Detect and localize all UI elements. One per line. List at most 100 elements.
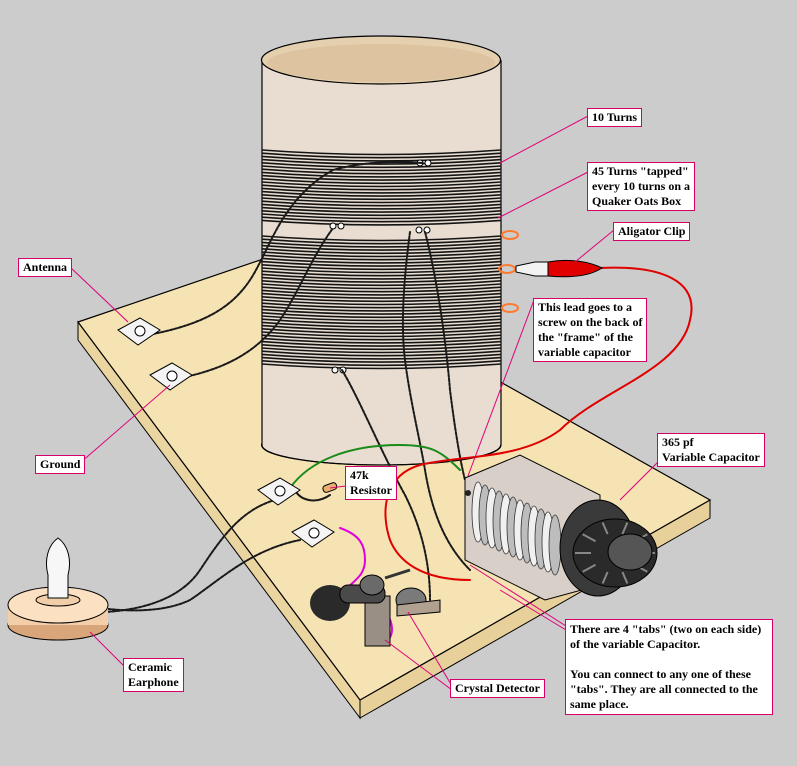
- alligator-clip: [515, 259, 603, 278]
- coil-turn: [261, 194, 502, 201]
- knob-rib: [582, 563, 597, 573]
- coil-turn: [261, 276, 502, 283]
- knob-rib: [621, 571, 629, 584]
- coil-turn: [261, 344, 502, 351]
- ceramic-earphone: [7, 537, 109, 641]
- label-tabs-note-line-1: There are 4 "tabs" (two on each side): [570, 622, 762, 636]
- label-capacitor: 365 pf Variable Capacitor: [657, 433, 765, 467]
- label-aligator-clip: Aligator Clip: [613, 222, 691, 241]
- coil-turn: [261, 238, 502, 245]
- coil-turn: [261, 210, 502, 217]
- label-45-turns: 45 Turns "tapped" every 10 turns on a Qu…: [587, 162, 695, 211]
- earphone-clip-b: [291, 519, 335, 548]
- coil-windings: [261, 149, 502, 370]
- coil-turn: [261, 178, 502, 185]
- coil-turn: [261, 350, 502, 357]
- label-frame-lead: This lead goes to a screw on the back of…: [533, 298, 648, 362]
- coil-turn: [261, 321, 502, 328]
- coil-turn: [261, 235, 502, 242]
- label-45-turns-line-2: every 10 turns on a: [592, 179, 690, 193]
- knob-rib: [582, 533, 597, 543]
- label-resistor: 47k Resistor: [345, 466, 397, 500]
- label-frame-lead-line-2: screw on the back of: [538, 315, 643, 329]
- coil-turn: [261, 305, 502, 312]
- label-tabs-note-line-3: [570, 652, 768, 667]
- coil-turn: [261, 213, 502, 220]
- earphone-clip-a: [257, 477, 301, 506]
- label-capacitor-line-2: Variable Capacitor: [662, 450, 760, 464]
- label-earphone-line-1: Ceramic: [128, 660, 172, 674]
- coil-turn: [261, 251, 502, 258]
- coil-turn: [261, 248, 502, 255]
- coil-turn: [261, 257, 502, 264]
- label-tabs-note-line-2: of the variable Capacitor.: [570, 637, 701, 651]
- coil-turn: [261, 174, 502, 181]
- variable-capacitor: [464, 454, 658, 601]
- coil-turn: [261, 244, 502, 251]
- coil-turn: [261, 190, 502, 197]
- label-tabs-note: There are 4 "tabs" (two on each side) of…: [565, 619, 773, 715]
- label-earphone: Ceramic Earphone: [123, 658, 184, 692]
- coil-turn: [261, 315, 502, 322]
- label-10-turns: 10 Turns: [587, 108, 643, 127]
- coil-turn: [261, 289, 502, 296]
- oats-box-coil: [260, 35, 502, 466]
- coil-turn: [261, 216, 502, 223]
- knob-rib: [601, 571, 609, 584]
- coil-turn: [261, 353, 502, 360]
- coil-turn: [261, 171, 502, 178]
- coil-turn: [261, 318, 502, 325]
- coil-turn: [261, 340, 502, 347]
- knob-rib: [601, 522, 609, 535]
- coil-turn: [261, 328, 502, 335]
- coil-turn: [261, 168, 502, 175]
- coil-turn: [261, 270, 502, 277]
- coil-turn: [261, 260, 502, 267]
- label-frame-lead-line-4: variable capacitor: [538, 345, 631, 359]
- coil-turn: [261, 155, 502, 162]
- coil-turn: [261, 273, 502, 280]
- coil-turn: [261, 312, 502, 319]
- coil-turn: [261, 264, 502, 271]
- coil-turn: [261, 254, 502, 261]
- label-tabs-note-line-6: same place.: [570, 697, 629, 711]
- coil-turn: [261, 165, 502, 172]
- label-capacitor-line-1: 365 pf: [662, 435, 694, 449]
- coil-turn: [261, 267, 502, 274]
- coil-turn: [261, 158, 502, 165]
- coil-turn: [261, 360, 502, 367]
- label-tabs-note-line-4: You can connect to any one of these: [570, 667, 751, 681]
- coil-turn: [261, 347, 502, 354]
- label-antenna: Antenna: [18, 258, 73, 277]
- antenna-clip: [117, 317, 161, 346]
- coil-turn: [261, 324, 502, 331]
- resistor: [322, 482, 338, 493]
- coil-turn: [261, 286, 502, 293]
- label-frame-lead-line-1: This lead goes to a: [538, 300, 633, 314]
- coil-turn: [261, 308, 502, 315]
- coil-turn: [261, 363, 502, 370]
- label-45-turns-line-3: Quaker Oats Box: [592, 194, 682, 208]
- coil-turn: [261, 187, 502, 194]
- label-tabs-note-line-5: "tabs". They are all connected to the: [570, 682, 758, 696]
- label-45-turns-line-1: 45 Turns "tapped": [592, 164, 689, 178]
- coil-turn: [261, 331, 502, 338]
- label-resistor-line-2: Resistor: [350, 483, 392, 497]
- coil-turn: [261, 241, 502, 248]
- coil-turn: [261, 283, 502, 290]
- label-earphone-line-2: Earphone: [128, 675, 179, 689]
- label-frame-lead-line-3: the "frame" of the: [538, 330, 633, 344]
- coil-turn: [261, 337, 502, 344]
- coil-turn: [261, 149, 502, 156]
- coil-turn: [261, 206, 502, 213]
- coil-turn: [261, 181, 502, 188]
- coil-turn: [261, 152, 502, 159]
- leader-lines: [69, 115, 661, 691]
- label-resistor-line-1: 47k: [350, 468, 369, 482]
- coil-turn: [261, 280, 502, 287]
- coil-turn: [261, 200, 502, 207]
- label-ground: Ground: [35, 455, 86, 474]
- ground-clip: [149, 362, 193, 391]
- knob-rib: [621, 522, 629, 535]
- coil-turn: [261, 219, 502, 226]
